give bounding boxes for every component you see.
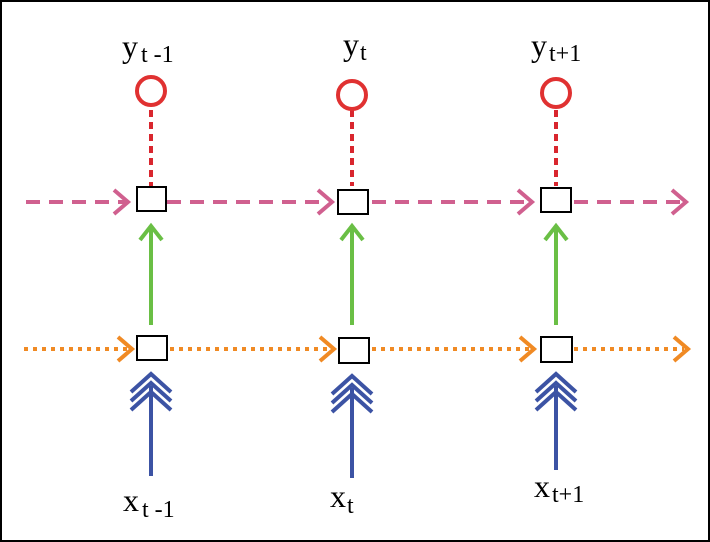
- output-node: [540, 77, 572, 109]
- top-recurrent-arrowhead-0: [112, 188, 132, 216]
- input-chevron-1: [534, 371, 578, 394]
- bottom-recurrent-layer: [24, 335, 692, 363]
- input-label: xt+1: [534, 468, 584, 508]
- lower-node: [136, 335, 168, 361]
- vertical-link-arrowhead: [543, 222, 569, 242]
- top-recurrent-arrowhead-2: [516, 188, 536, 216]
- input-chevron-1: [330, 373, 374, 396]
- output-node: [336, 79, 368, 111]
- timestep-column-1: yt xt: [330, 26, 374, 519]
- bottom-recurrent-arrowhead-3: [672, 335, 692, 363]
- timestep-column-2: yt+1 xt+1: [531, 27, 584, 508]
- top-recurrent-arrowhead-3: [670, 188, 690, 216]
- lower-node: [540, 336, 573, 363]
- input-chevron-3: [534, 389, 578, 412]
- top-recurrent-layer: [26, 188, 690, 216]
- output-label: yt: [343, 26, 367, 66]
- vertical-link-arrowhead: [339, 222, 365, 242]
- input-chevron-2: [534, 380, 578, 403]
- bottom-recurrent-arrowhead-0: [116, 335, 136, 363]
- output-node: [135, 75, 167, 107]
- bottom-recurrent-arrowhead-1: [318, 335, 338, 363]
- top-recurrent-arrowhead-1: [316, 188, 336, 216]
- upper-node: [136, 186, 167, 212]
- input-chevron-1: [129, 371, 173, 394]
- input-label: xt: [330, 478, 354, 519]
- input-chevron-3: [129, 389, 173, 412]
- input-chevron-3: [330, 391, 374, 414]
- lower-node: [338, 337, 370, 364]
- output-label: yt+1: [531, 27, 581, 67]
- upper-node: [540, 187, 572, 213]
- input-chevron-2: [129, 380, 173, 403]
- bottom-recurrent-arrowhead-2: [518, 335, 538, 363]
- vertical-link-arrowhead: [138, 222, 164, 242]
- upper-node: [337, 189, 369, 215]
- input-chevron-2: [330, 382, 374, 405]
